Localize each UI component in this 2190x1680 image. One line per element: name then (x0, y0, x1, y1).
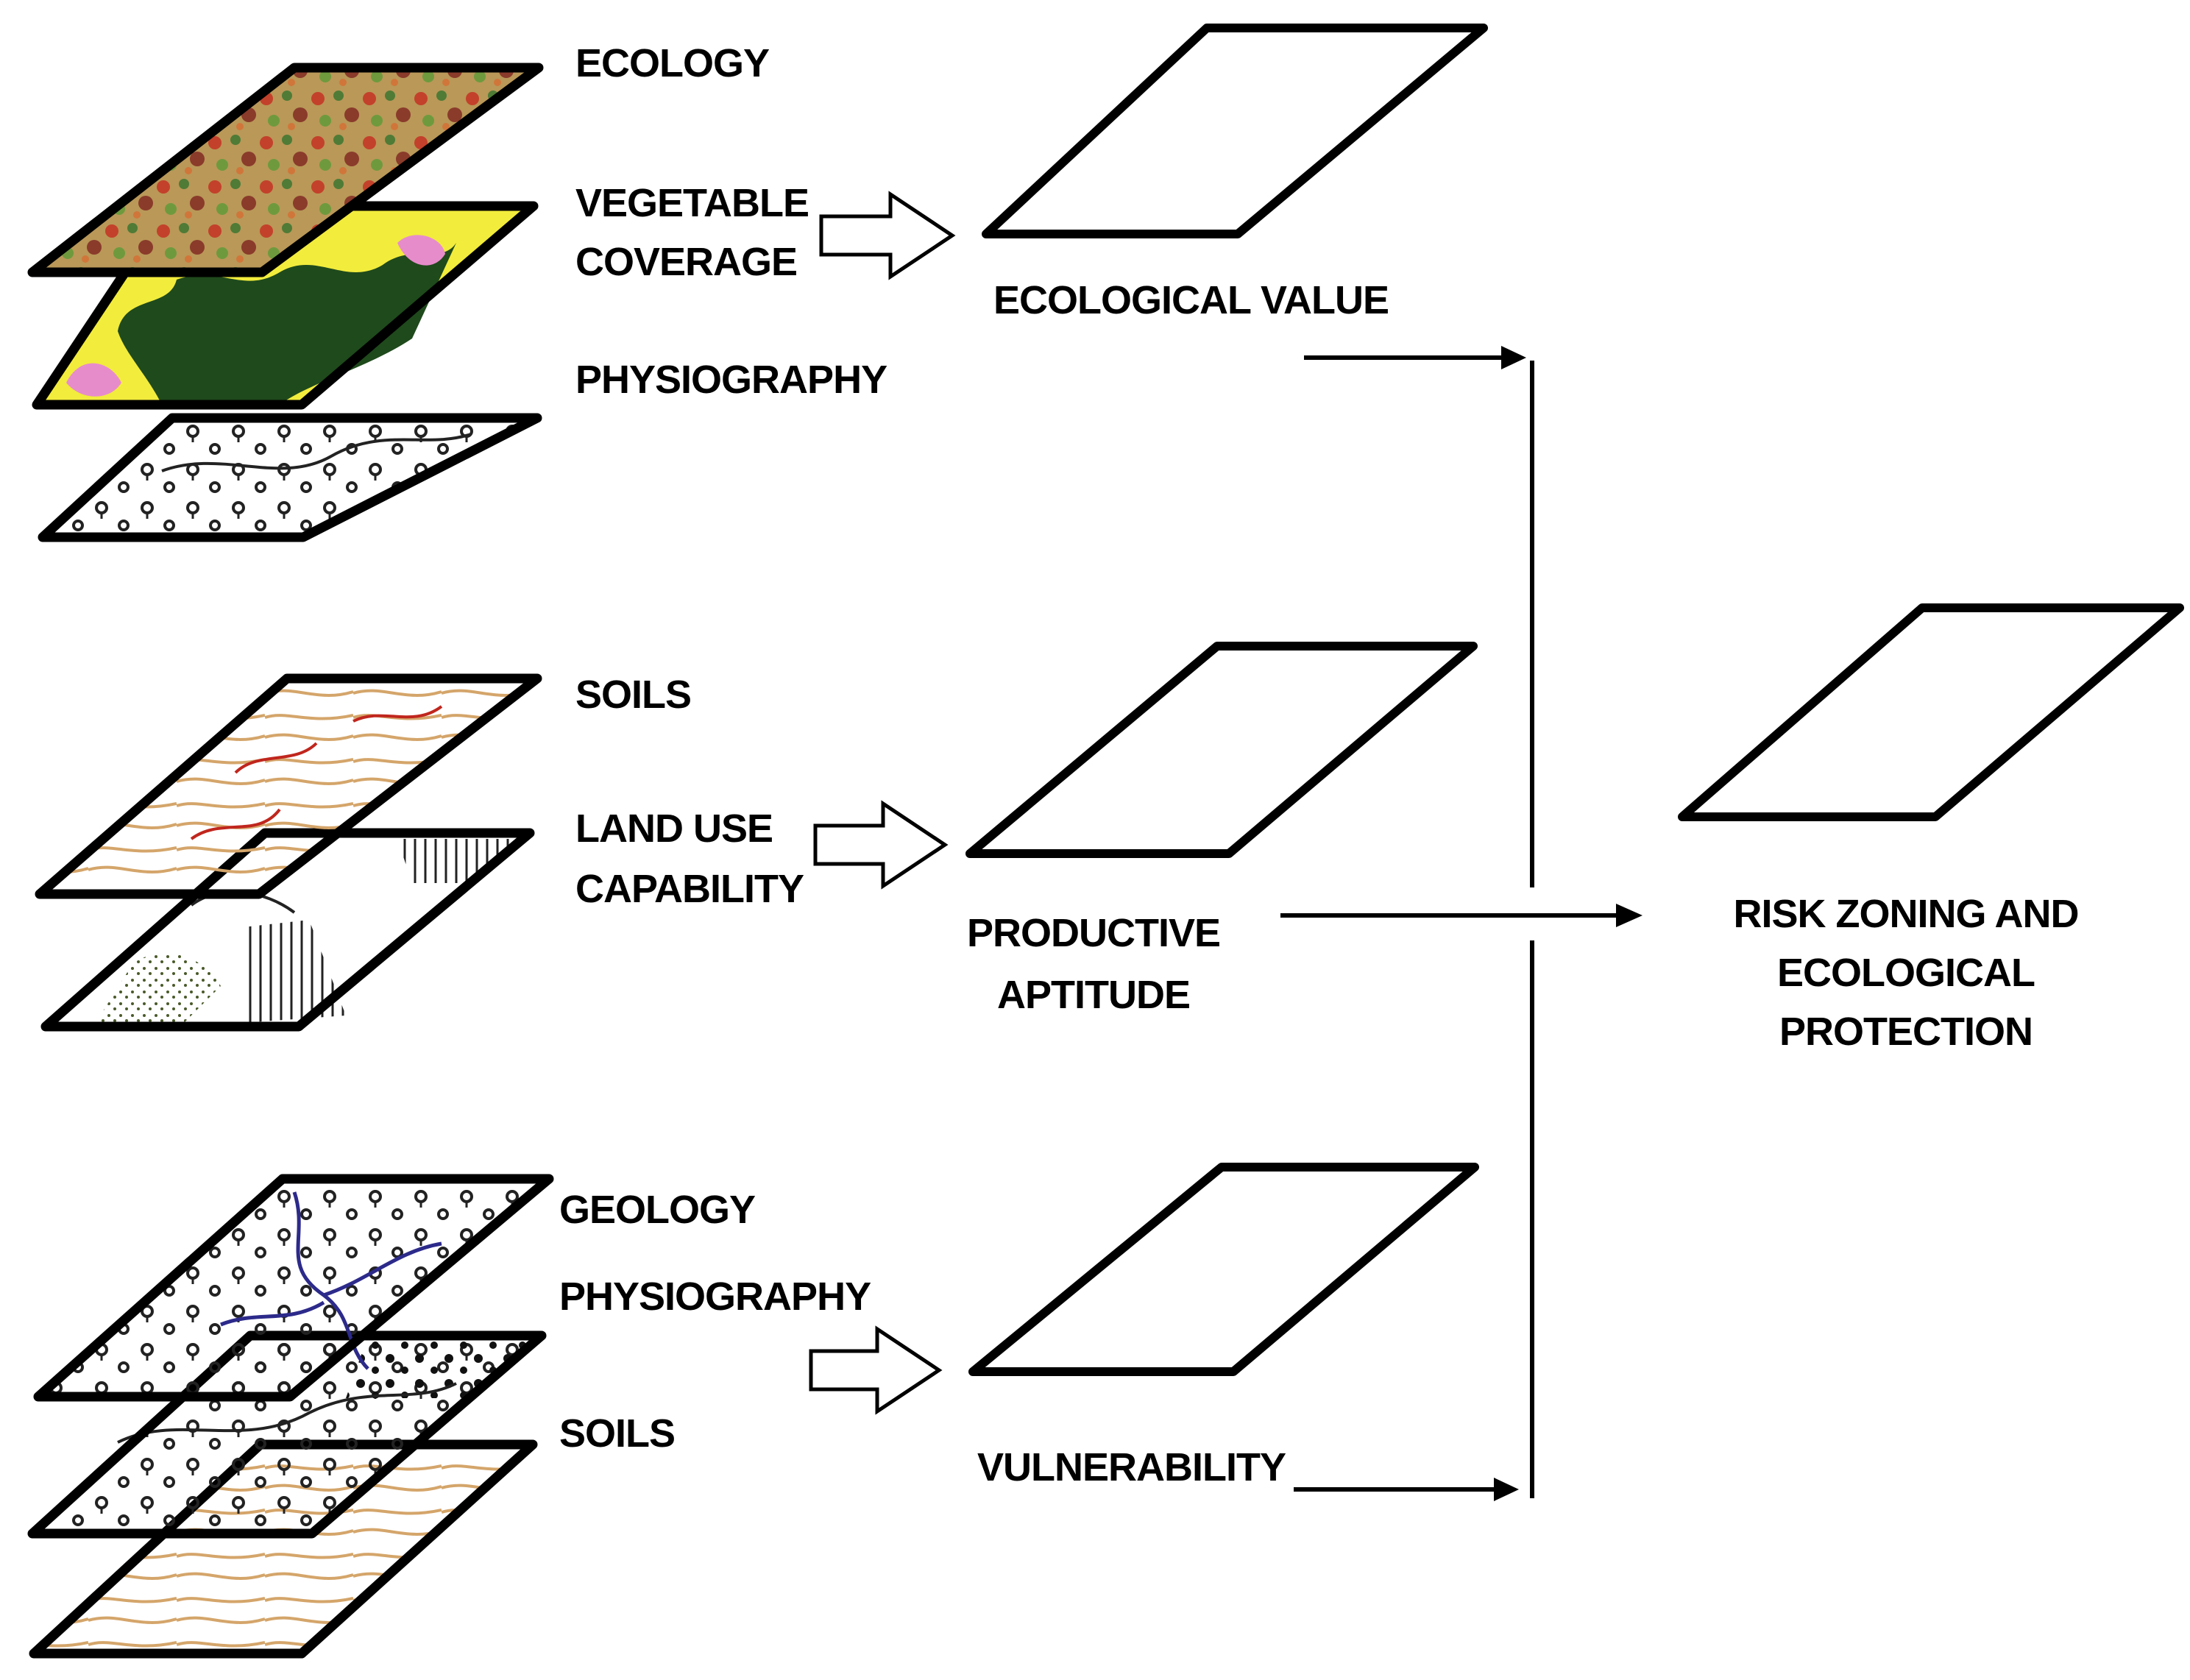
label-ecological-value: ECOLOGICAL VALUE (993, 278, 1389, 322)
hollow-arrow-2 (813, 800, 949, 890)
label-physiography-2: PHYSIOGRAPHY (559, 1275, 871, 1319)
output-ecological-value (982, 24, 1488, 238)
arrowhead-ecological (1501, 346, 1526, 369)
label-capability: CAPABILITY (575, 867, 804, 911)
label-soils-2: SOILS (559, 1411, 675, 1456)
hollow-arrow-3 (809, 1325, 943, 1415)
output-vulnerability (968, 1163, 1479, 1376)
label-vegetable: VEGETABLE (575, 181, 809, 225)
geology-layer (33, 1174, 554, 1402)
connector-lines (1280, 346, 1642, 1501)
output-productive-aptitude (965, 642, 1478, 858)
group-1-layer-stack (27, 63, 544, 542)
label-geology: GEOLOGY (559, 1188, 756, 1232)
label-aptitude: APTITUDE (997, 973, 1190, 1017)
label-protection: PROTECTION (1779, 1010, 2033, 1054)
arrowhead-vulnerability (1494, 1478, 1519, 1501)
hollow-arrow-1 (819, 191, 956, 280)
land-use-capability-layer (40, 828, 535, 1032)
arrowhead-final (1616, 904, 1642, 927)
label-physiography: PHYSIOGRAPHY (575, 358, 887, 402)
label-ecological: ECOLOGICAL (1777, 951, 2035, 995)
soils-layer (35, 673, 542, 899)
group-3-layer-stack (27, 1174, 554, 1659)
label-coverage: COVERAGE (575, 240, 797, 284)
label-productive: PRODUCTIVE (967, 911, 1220, 955)
label-land-use: LAND USE (575, 807, 773, 851)
label-vulnerability: VULNERABILITY (977, 1445, 1286, 1489)
physiography-layer (38, 413, 542, 542)
soils-layer-bottom (29, 1439, 538, 1659)
ecology-layer (27, 63, 544, 277)
output-final-zoning (1678, 603, 2184, 821)
physiography-layer-middle (27, 1330, 547, 1539)
label-risk-zoning: RISK ZONING AND (1734, 892, 2079, 936)
group-2-layer-stack (35, 673, 542, 1032)
label-soils: SOILS (575, 673, 691, 717)
vegetation-layer (32, 201, 539, 410)
label-ecology: ECOLOGY (575, 41, 770, 85)
